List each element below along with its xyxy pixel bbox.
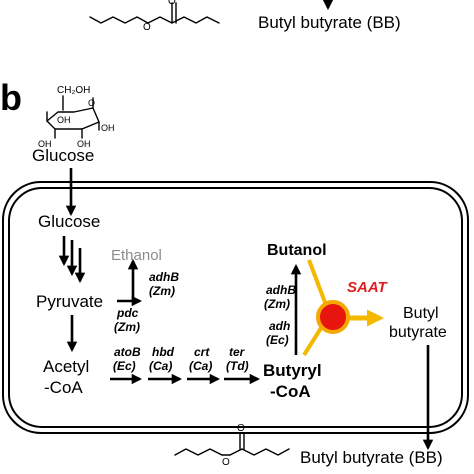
top-bb-structure: O O [89, 0, 220, 33]
bottom-ester-o: O [222, 457, 230, 468]
acetylcoa-label-line2: -CoA [44, 378, 83, 397]
top-carbonyl-o: O [168, 0, 176, 7]
oh-label-4: OH [57, 115, 71, 125]
oh-label-3: OH [38, 139, 52, 149]
adhB-enzyme: adhB [149, 270, 179, 284]
cell-outer-membrane [2, 181, 469, 434]
adh-organism: (Ec) [266, 333, 289, 347]
atoB-organism: (Ec) [113, 359, 136, 373]
ter-organism: (Td) [226, 359, 249, 373]
pyruvate-label: Pyruvate [36, 292, 103, 311]
oh-label-2: OH [77, 139, 91, 149]
glucose-label: Glucose [38, 212, 100, 231]
bottom-product-label: Butyl butyrate (BB) [300, 448, 443, 467]
atoB-enzyme: atoB [114, 345, 141, 359]
hbd-organism: (Ca) [149, 359, 172, 373]
crt-enzyme: crt [194, 345, 210, 359]
butyrylcoa-label-line2: -CoA [270, 382, 311, 401]
ch2oh-label: CH₂OH [57, 85, 90, 96]
butanol-label: Butanol [267, 242, 327, 259]
saat-butanol-input [307, 259, 328, 306]
acetylcoa-label-line1: Acetyl [43, 357, 89, 376]
hbd-enzyme: hbd [152, 345, 175, 359]
top-product-label: Butyl butyrate (BB) [258, 13, 401, 32]
top-ester-o: O [143, 22, 151, 33]
adhB-organism: (Zm) [149, 284, 175, 298]
adhB2-enzyme: adhB [266, 283, 296, 297]
ter-enzyme: ter [229, 345, 246, 359]
pdc-enzyme: pdc [116, 306, 139, 320]
ethanol-label: Ethanol [111, 247, 162, 264]
butyl-butyrate-label-line1: Butyl [403, 305, 439, 322]
crt-organism: (Ca) [189, 359, 212, 373]
panel-label: b [0, 77, 22, 118]
ring-oxygen: O [88, 98, 95, 108]
bottom-carbonyl-o: O [237, 423, 245, 434]
oh-label-1: OH [101, 123, 115, 133]
adhB2-organism: (Zm) [264, 297, 290, 311]
butyl-butyrate-label-line2: butyrate [389, 324, 447, 341]
pdc-organism: (Zm) [114, 320, 140, 334]
saat-butyrylcoa-input [302, 323, 325, 357]
saat-label: SAAT [347, 279, 389, 296]
adh-enzyme: adh [269, 319, 290, 333]
butyrylcoa-label-line1: Butyryl [263, 361, 322, 380]
saat-enzyme-node [316, 300, 350, 334]
bottom-bb-structure: O O [174, 423, 290, 468]
glucose-structure: CH₂OH O OH OH OH OH [38, 85, 115, 149]
outside-glucose-label: Glucose [32, 146, 94, 165]
cell-inner-membrane [8, 187, 463, 428]
